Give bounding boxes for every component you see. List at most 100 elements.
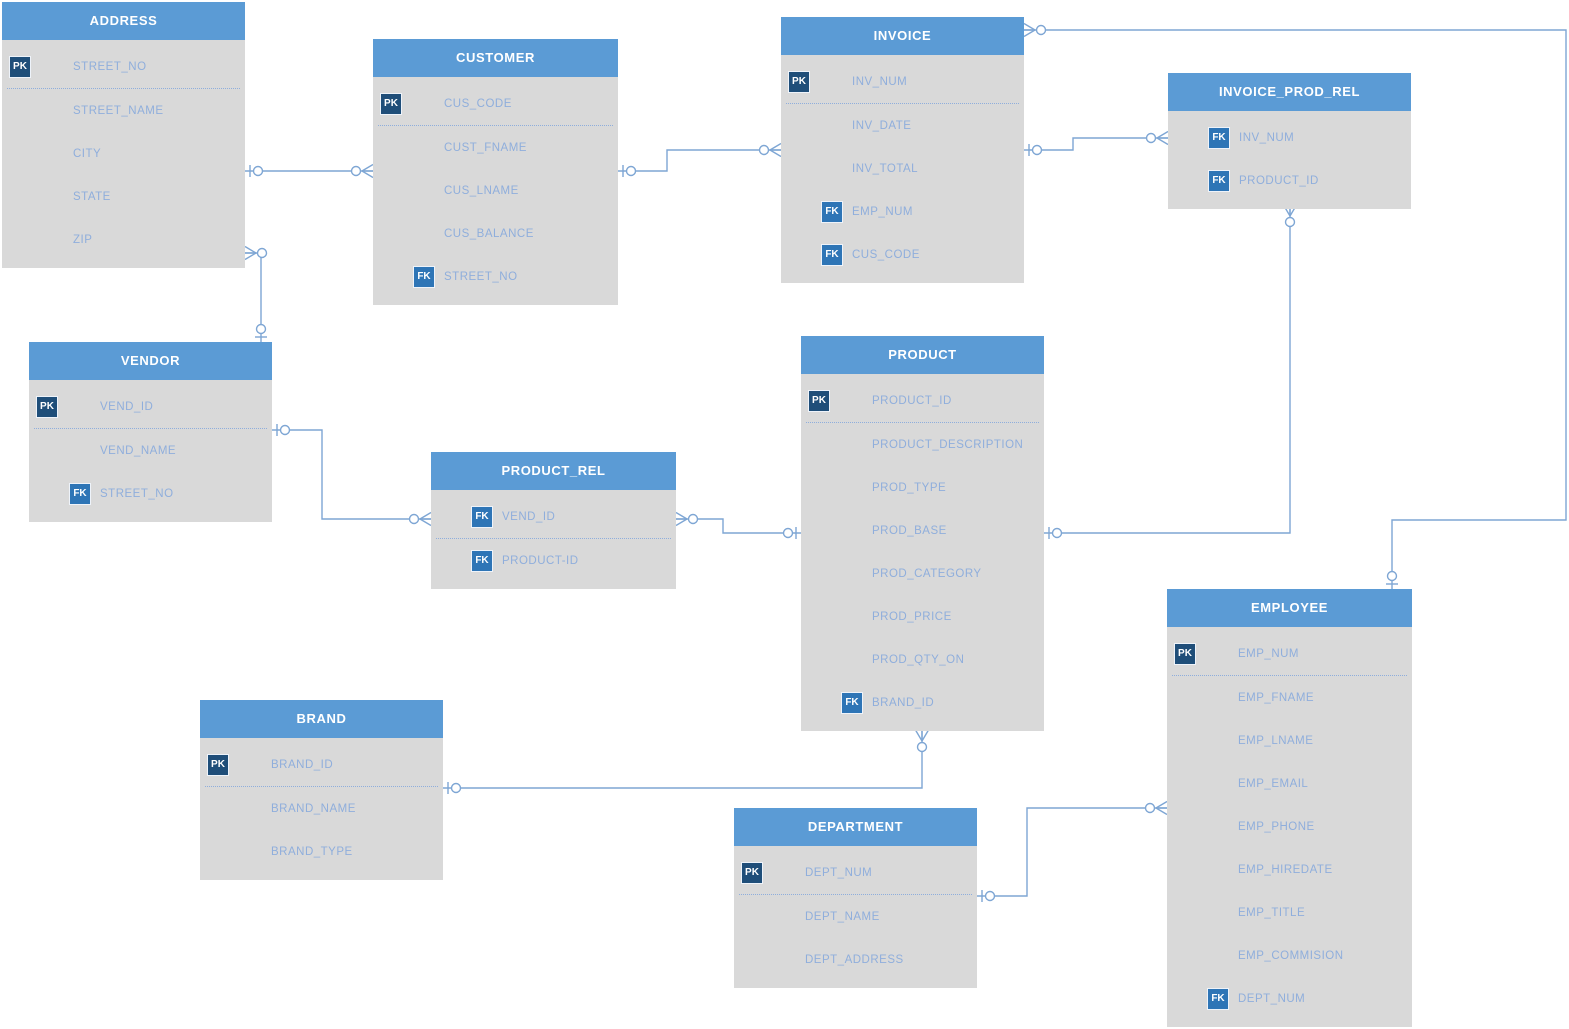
cardinality-circle (1035, 24, 1047, 36)
cardinality-circle (1031, 144, 1043, 156)
connector-line[interactable] (272, 429, 431, 520)
connector-line[interactable] (1044, 205, 1291, 534)
field-label: VEND_ID (502, 510, 556, 523)
relationship-customer-invoice[interactable] (618, 142, 782, 178)
fk-badge: FK (821, 200, 843, 223)
field-row-emp_email[interactable]: EMP_EMAIL (1167, 762, 1412, 805)
relationship-product_rel-product[interactable] (675, 511, 801, 540)
connector-line[interactable] (443, 730, 923, 789)
field-row-cus_balance[interactable]: CUS_BALANCE (373, 212, 618, 255)
field-row-zip[interactable]: ZIP (2, 218, 245, 261)
relationship-department-employee[interactable] (977, 800, 1168, 903)
connector-line[interactable] (977, 807, 1167, 897)
fk-badge: FK (841, 691, 863, 714)
field-row-inv_total[interactable]: INV_TOTAL (781, 147, 1024, 190)
relationship-invoice-invoice_prod_rel[interactable] (1024, 130, 1169, 157)
connector-line[interactable] (676, 518, 801, 534)
field-row-prod_price[interactable]: PROD_PRICE (801, 595, 1044, 638)
field-row-emp_commision[interactable]: EMP_COMMISION (1167, 934, 1412, 977)
pk-separator (378, 125, 613, 126)
field-row-emp_hiredate[interactable]: EMP_HIREDATE (1167, 848, 1412, 891)
field-row-prod_category[interactable]: PROD_CATEGORY (801, 552, 1044, 595)
field-label: EMP_EMAIL (1238, 777, 1309, 790)
field-label: INV_NUM (852, 75, 908, 88)
field-label: BRAND_ID (872, 696, 935, 709)
field-label: STREET_NO (100, 487, 174, 500)
relationship-product-invoice_prod_rel[interactable] (1044, 204, 1298, 539)
field-row-emp_title[interactable]: EMP_TITLE (1167, 891, 1412, 934)
field-label: CUS_CODE (444, 97, 512, 110)
cardinality-circle (350, 165, 362, 177)
field-row-prod_base[interactable]: PROD_BASE (801, 509, 1044, 552)
connector-line[interactable] (1024, 137, 1168, 151)
field-label: BRAND_NAME (271, 802, 356, 815)
field-row-city[interactable]: CITY (2, 132, 245, 175)
field-label: INV_TOTAL (852, 162, 919, 175)
field-label: DEPT_NUM (805, 866, 873, 879)
field-row-brand_id[interactable]: FK BRAND_ID (801, 681, 1044, 724)
relationship-product-brand[interactable] (443, 729, 930, 794)
field-row-inv_date[interactable]: INV_DATE (781, 104, 1024, 147)
field-label: CUS_BALANCE (444, 227, 534, 240)
relationship-address-customer[interactable] (245, 163, 374, 179)
field-row-brand_type[interactable]: BRAND_TYPE (200, 830, 443, 873)
field-label: BRAND_ID (271, 758, 334, 771)
relationship-address-vendor[interactable] (244, 245, 268, 343)
field-row-cus_lname[interactable]: CUS_LNAME (373, 169, 618, 212)
cardinality-circle (252, 165, 264, 177)
cardinality-circle (782, 527, 794, 539)
connector-line[interactable] (618, 149, 781, 172)
field-row-dept_address[interactable]: DEPT_ADDRESS (734, 938, 977, 981)
field-row-prod_type[interactable]: PROD_TYPE (801, 466, 1044, 509)
field-label: VEND_ID (100, 400, 154, 413)
field-label: PRODUCT-ID (502, 554, 579, 567)
field-row-cust_fname[interactable]: CUST_FNAME (373, 126, 618, 169)
field-row-brand_name[interactable]: BRAND_NAME (200, 787, 443, 830)
field-row-emp_phone[interactable]: EMP_PHONE (1167, 805, 1412, 848)
fk-badge: FK (821, 243, 843, 266)
relationship-vendor-product_rel[interactable] (272, 424, 432, 527)
field-row-dept_name[interactable]: DEPT_NAME (734, 895, 977, 938)
field-row-state[interactable]: STATE (2, 175, 245, 218)
field-label: INV_NUM (1239, 131, 1295, 144)
connector-line[interactable] (245, 252, 262, 342)
field-row-emp_fname[interactable]: EMP_FNAME (1167, 676, 1412, 719)
field-row-street_name[interactable]: STREET_NAME (2, 89, 245, 132)
field-row-product_description[interactable]: PRODUCT_DESCRIPTION (801, 423, 1044, 466)
pk-badge: PK (1174, 642, 1196, 665)
field-row-vend_name[interactable]: VEND_NAME (29, 429, 272, 472)
field-row-prod_qty_on[interactable]: PROD_QTY_ON (801, 638, 1044, 681)
field-row-emp_lname[interactable]: EMP_LNAME (1167, 719, 1412, 762)
field-label: INV_DATE (852, 119, 912, 132)
cardinality-circle (1051, 527, 1063, 539)
